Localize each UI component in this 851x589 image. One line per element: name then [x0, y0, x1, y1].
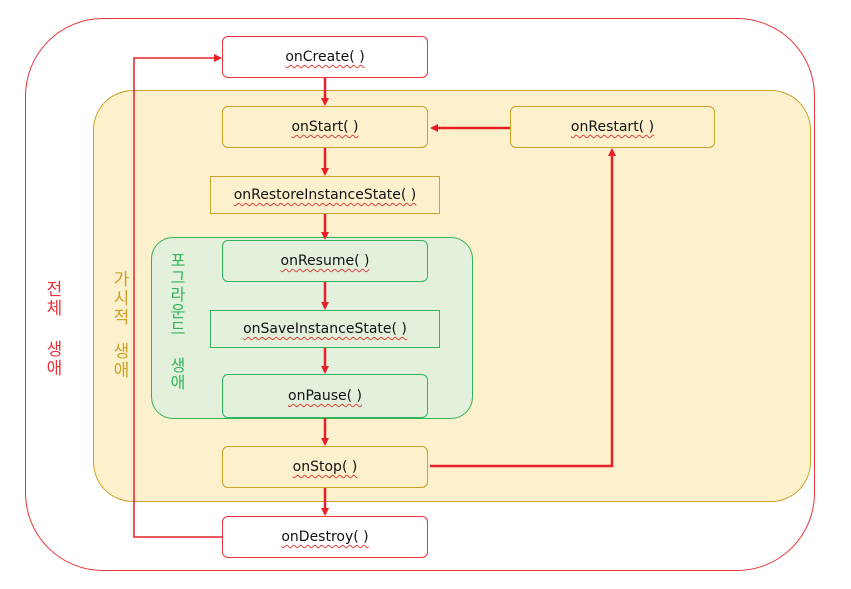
- node-on-restore-instance-state: onRestoreInstanceState( ): [210, 176, 440, 214]
- entire-lifetime-region: [25, 18, 815, 571]
- visible-lifetime-label-1: 가시적: [109, 270, 129, 327]
- node-on-save-instance-state-label: onSaveInstanceState( ): [243, 321, 407, 337]
- node-on-start-label: onStart( ): [291, 119, 359, 135]
- node-on-pause: onPause( ): [222, 374, 428, 418]
- node-on-pause-label: onPause( ): [288, 388, 362, 404]
- entire-lifetime-label: 전체 생애: [42, 280, 62, 378]
- node-on-destroy: onDestroy( ): [222, 516, 428, 558]
- visible-lifetime-label-2: 생애: [109, 342, 129, 380]
- arrow-stop-restart: [430, 148, 616, 468]
- node-on-restart: onRestart( ): [510, 106, 715, 148]
- node-on-restart-label: onRestart( ): [570, 119, 655, 135]
- node-on-stop: onStop( ): [222, 446, 428, 488]
- node-on-resume: onResume( ): [222, 240, 428, 282]
- foreground-lifetime-label: 포그라운드 생애: [167, 252, 186, 391]
- node-on-create-label: onCreate( ): [285, 49, 365, 65]
- node-on-stop-label: onStop( ): [292, 459, 358, 475]
- node-on-resume-label: onResume( ): [280, 253, 370, 269]
- node-on-destroy-label: onDestroy( ): [281, 529, 369, 545]
- node-on-start: onStart( ): [222, 106, 428, 148]
- node-on-restore-instance-state-label: onRestoreInstanceState( ): [233, 187, 417, 203]
- node-on-save-instance-state: onSaveInstanceState( ): [210, 310, 440, 348]
- arrow-destroy-create: [133, 54, 222, 538]
- node-on-create: onCreate( ): [222, 36, 428, 78]
